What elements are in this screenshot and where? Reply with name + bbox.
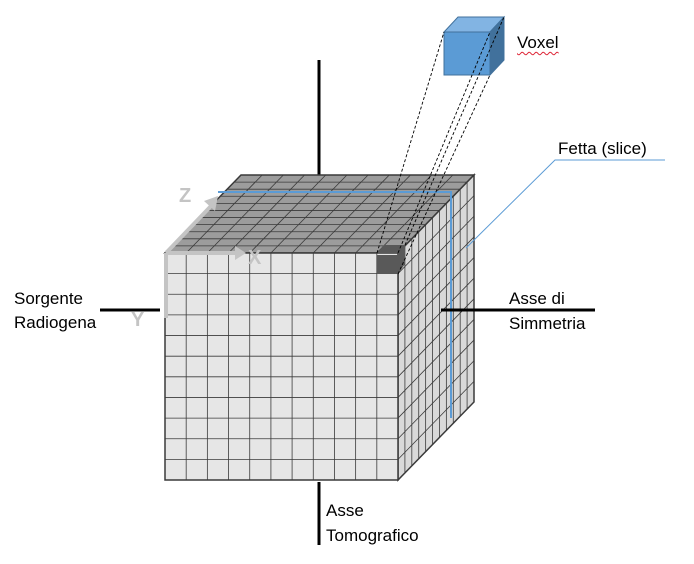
voxel-icon-side: [489, 15, 505, 77]
projection-line-4: [397, 74, 491, 275]
tomographic-label-line1: Asse: [326, 501, 364, 520]
tomographic-label-line2: Tomografico: [326, 526, 419, 545]
slice-label: Fetta (slice): [558, 139, 647, 158]
grid-line: [228, 174, 305, 254]
x-axis-label: X: [248, 247, 262, 269]
x-arrow-head: [235, 246, 246, 260]
symmetry-label-line2: Simmetria: [509, 314, 586, 333]
grid-line: [207, 174, 284, 254]
grid-line: [397, 298, 475, 378]
grid-line: [291, 174, 369, 254]
grid-line: [270, 174, 348, 254]
projection-line-3: [404, 16, 505, 246]
highlighted-voxel-side: [398, 245, 405, 274]
slice-leader-line: [465, 159, 665, 249]
symmetry-label-line1: Asse di: [509, 289, 565, 308]
highlighted-voxel: [377, 255, 398, 274]
grid-line: [397, 195, 475, 274]
highlighted-voxel-top: [377, 245, 405, 253]
grid-line: [355, 174, 432, 254]
cube-grid-lines: [165, 174, 475, 480]
grid-line: [397, 215, 475, 295]
grid-line: [397, 319, 475, 398]
grid-line: [249, 174, 327, 254]
grid-line: [397, 360, 475, 440]
grid-line: [185, 174, 263, 254]
grid-line: [312, 174, 390, 254]
grid-line: [376, 174, 454, 254]
y-axis-label: Y: [131, 309, 145, 331]
grid-line: [397, 339, 475, 419]
grid-line: [397, 277, 475, 357]
grid-line: [334, 174, 411, 254]
voxel-label: Voxel: [517, 33, 559, 52]
projection-line-1: [376, 31, 445, 254]
source-label-line2: Radiogena: [14, 313, 97, 332]
grid-line: [397, 236, 475, 316]
voxel-icon-front: [443, 31, 491, 76]
z-axis-arrow: [164, 203, 214, 255]
grid-line: [397, 257, 475, 336]
z-axis-label: Z: [179, 185, 192, 207]
slice-line: [218, 191, 452, 418]
z-arrow-head: [204, 196, 218, 211]
cube-front-face: [164, 252, 399, 481]
grid-line: [397, 381, 475, 460]
source-label-line1: Sorgente: [14, 289, 83, 308]
